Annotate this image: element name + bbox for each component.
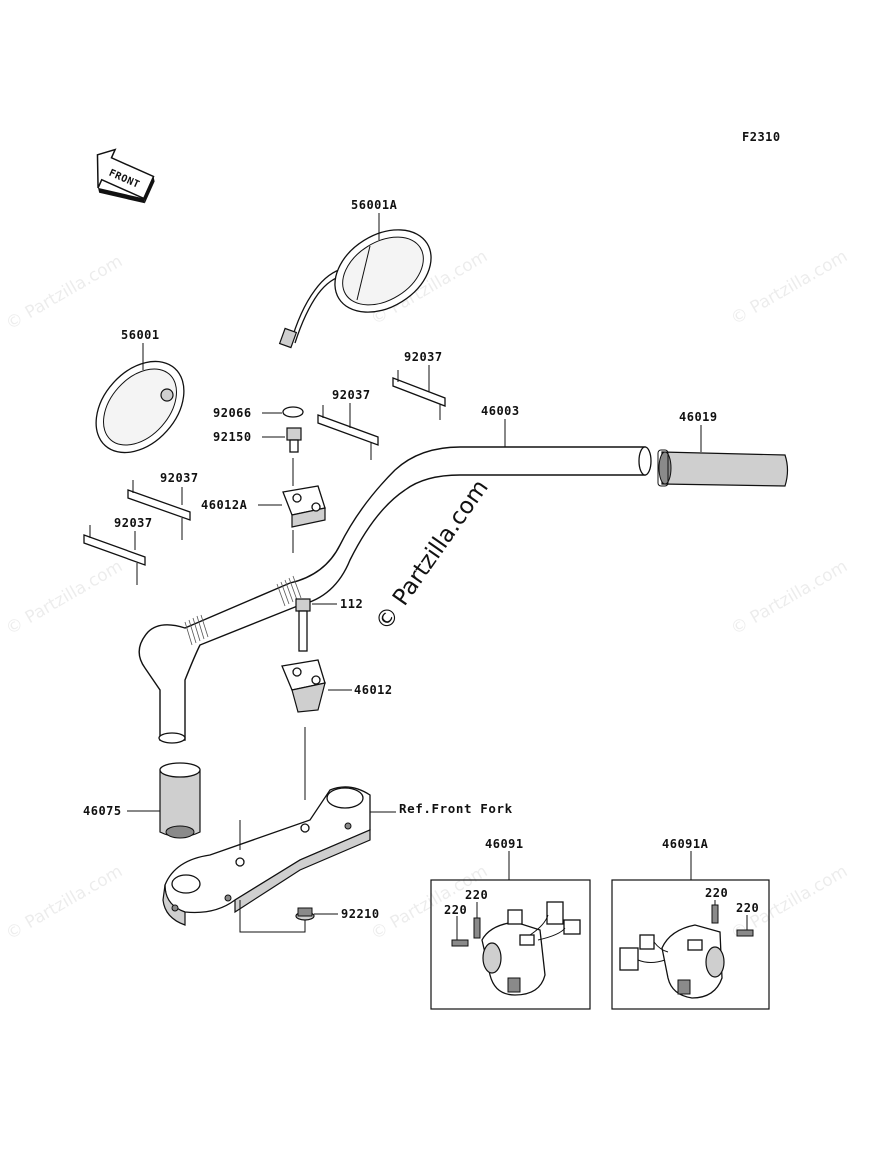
part-label-220-a: 220 <box>465 888 488 902</box>
part-label-220-b: 220 <box>444 903 467 917</box>
watermark-text: © Partzilla.com <box>3 861 127 944</box>
leader-line <box>239 820 306 933</box>
left-switch-housing[interactable] <box>619 924 725 999</box>
hex-bolt[interactable] <box>295 598 311 652</box>
figure-code: F2310 <box>742 130 781 144</box>
part-label-112: 112 <box>340 597 363 611</box>
upper-holder[interactable] <box>282 485 326 528</box>
screw[interactable] <box>451 939 469 947</box>
part-label-92037-b: 92037 <box>332 388 371 402</box>
part-label-220-d: 220 <box>736 901 759 915</box>
part-label-92037-d: 92037 <box>114 516 153 530</box>
reference-label-front-fork: Ref.Front Fork <box>399 801 513 816</box>
flange-nut[interactable] <box>295 907 315 921</box>
screw[interactable] <box>711 904 719 924</box>
part-label-46075: 46075 <box>83 804 122 818</box>
part-label-46003: 46003 <box>481 404 520 418</box>
watermark-text: © Partzilla.com <box>728 556 852 639</box>
part-label-46019: 46019 <box>679 410 718 424</box>
inset-frame <box>430 879 591 1010</box>
lower-holder[interactable] <box>281 659 326 713</box>
watermark-text: © Partzilla.com <box>728 246 852 329</box>
screw[interactable] <box>736 929 754 937</box>
watermark-text: © Partzilla.com <box>368 861 492 944</box>
part-label-46091A: 46091A <box>662 837 709 851</box>
allen-bolt[interactable] <box>286 427 302 453</box>
part-label-56001A: 56001A <box>351 198 398 212</box>
part-label-92150: 92150 <box>213 430 252 444</box>
watermark-text: © Partzilla.com <box>3 251 127 334</box>
part-label-46012: 46012 <box>354 683 393 697</box>
upper-bracket[interactable] <box>162 786 371 926</box>
mirror-left[interactable] <box>78 344 201 469</box>
handlebar[interactable] <box>138 446 652 744</box>
clamp-plate[interactable] <box>392 370 446 420</box>
part-label-56001: 56001 <box>121 328 160 342</box>
cap[interactable] <box>282 406 304 418</box>
throttle-grip[interactable] <box>657 449 789 487</box>
part-label-92037-c: 92037 <box>160 471 199 485</box>
part-label-92210: 92210 <box>341 907 380 921</box>
watermark-text: © Partzilla.com <box>3 556 127 639</box>
part-label-46091: 46091 <box>485 837 524 851</box>
front-arrow-icon: FRONT <box>96 148 155 204</box>
clamp-plate[interactable] <box>83 525 146 585</box>
part-label-92037-a: 92037 <box>404 350 443 364</box>
clamp-plate[interactable] <box>317 405 379 460</box>
part-label-220-c: 220 <box>705 886 728 900</box>
screw[interactable] <box>473 917 481 939</box>
clamp-plate[interactable] <box>127 480 191 540</box>
right-switch-housing[interactable] <box>481 901 581 996</box>
part-label-46012A: 46012A <box>201 498 248 512</box>
left-grip[interactable] <box>159 762 201 839</box>
part-label-92066: 92066 <box>213 406 252 420</box>
mirror-right[interactable] <box>278 213 447 349</box>
